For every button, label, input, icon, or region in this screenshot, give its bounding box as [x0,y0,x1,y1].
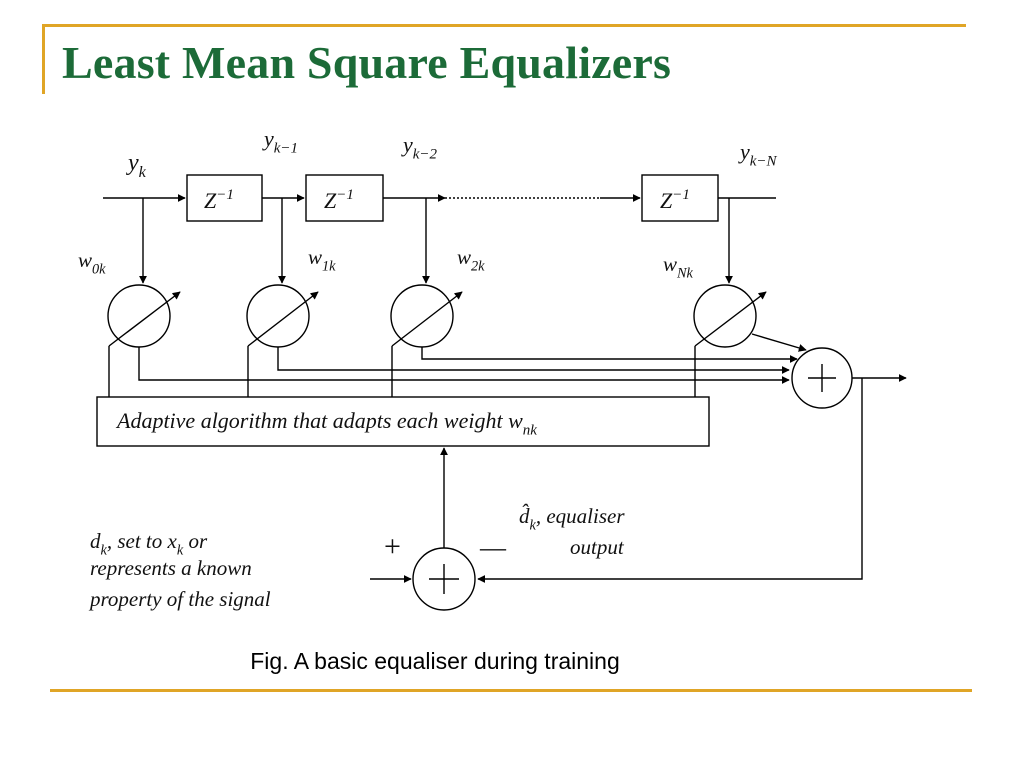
output-note-line-1: d̂k, equaliser [519,504,625,534]
weighted-path-2 [421,347,798,363]
label-weight-2: w2k [457,245,485,274]
title-accent-horizontal [42,24,966,27]
weighted-path-N [751,333,807,352]
delay-label-2: Z−1 [324,187,354,213]
weight-circle-2 [390,284,454,348]
page-title: Least Mean Square Equalizers [62,37,672,88]
label-weight-1: w1k [308,245,336,274]
weight-circle-1 [246,284,310,348]
delay-label-N: Z−1 [660,187,690,213]
bottom-rule [50,689,972,692]
label-delayed-signal-N: yk−N [738,139,778,170]
desired-note-line-2: represents a known [90,556,252,580]
adjust-arrow-1 [247,291,319,347]
adjust-arrow-N [694,291,767,347]
adjust-arrow-0 [108,291,181,347]
label-weight-N: wNk [663,252,694,281]
weighted-path-1 [277,347,790,374]
desired-note-line-1: dk, set to xk or [90,529,208,558]
desired-note-line-3: property of the signal [88,587,271,611]
label-delayed-signal-1: yk−1 [262,126,298,157]
weight-circle-0 [107,284,171,348]
label-weight-0: w0k [78,248,106,277]
label-delayed-signal-2: yk−2 [401,132,438,163]
plus-sign: + [384,530,401,563]
delay-label-1: Z−1 [204,187,234,213]
weighted-path-0 [138,347,790,384]
feedback-line [477,378,863,583]
minus-sign: — [479,533,507,562]
adaptive-algorithm-box [96,396,710,447]
label-input-signal: yk [126,150,147,181]
title-accent-vertical [42,24,45,94]
output-note-line-2: output [570,535,625,559]
adaptive-algorithm-label: Adaptive algorithm that adapts each weig… [115,408,537,439]
adjust-arrow-2 [391,291,463,347]
figure-caption: Fig. A basic equaliser during training [250,648,620,674]
weight-circle-N [693,284,757,348]
